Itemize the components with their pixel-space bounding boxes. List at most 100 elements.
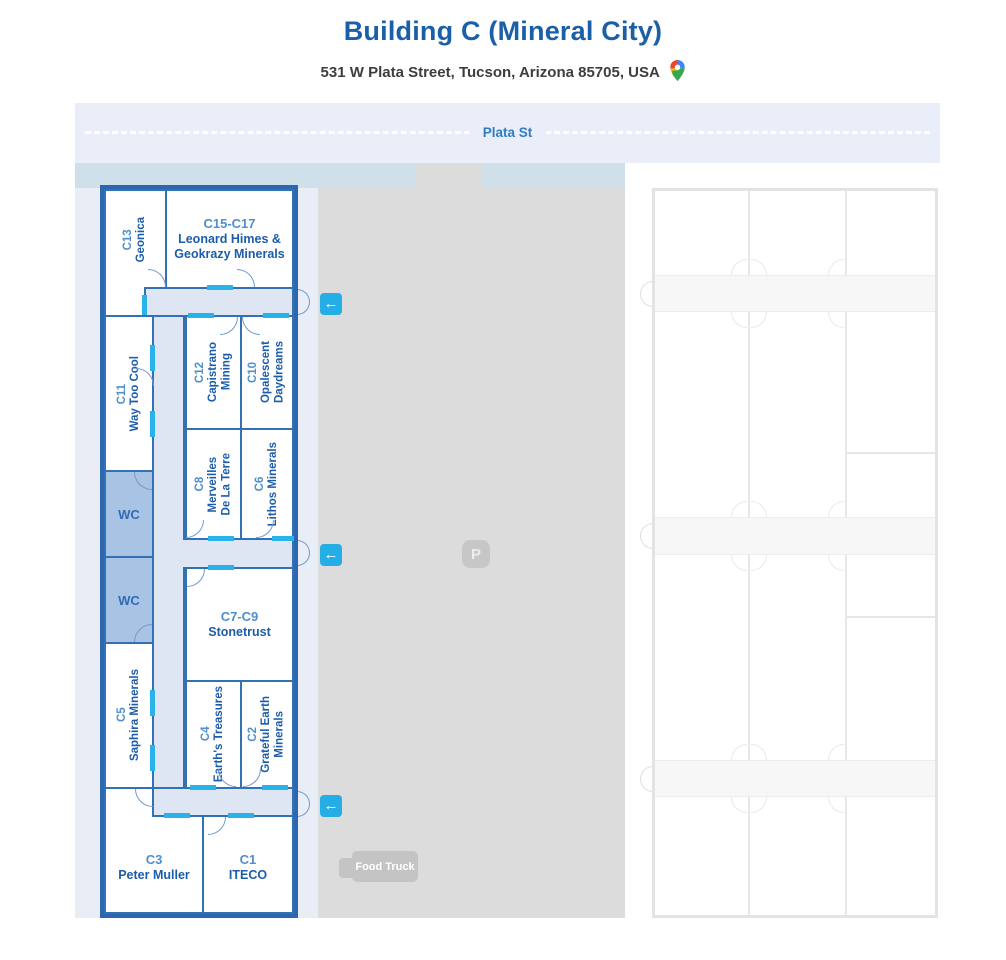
- corridor-band: [655, 275, 935, 312]
- street-label: Plata St: [468, 125, 547, 140]
- double-door-icon: [640, 766, 654, 792]
- booth-name: Peter Muller: [118, 867, 190, 882]
- door-arc-icon: [751, 555, 767, 571]
- food-truck-label: Food Truck: [352, 851, 418, 882]
- door-arc-icon: [731, 555, 747, 571]
- sidewalk: [75, 163, 625, 188]
- booth-number: C11: [115, 383, 128, 404]
- building-subtitle: (Mineral City): [480, 16, 663, 46]
- door-arc-icon: [828, 744, 844, 760]
- double-door-icon: [297, 289, 311, 315]
- door-arc-icon: [828, 555, 844, 571]
- booth-name: Leonard Himes & Geokrazy Minerals: [174, 231, 285, 261]
- parking-symbol: P: [470, 545, 481, 563]
- entrance-arrow-icon: ←: [320, 795, 342, 817]
- wall: [845, 797, 847, 915]
- wall: [845, 191, 847, 275]
- corridor-middle: [185, 538, 294, 569]
- door-arc-icon: [731, 259, 747, 275]
- double-door-icon: [640, 523, 654, 549]
- booth-name: Stonetrust: [208, 624, 271, 639]
- door-arc-icon: [731, 797, 747, 813]
- door-opening: [228, 813, 254, 818]
- door-opening: [150, 345, 155, 371]
- door-arc-icon: [828, 312, 844, 328]
- parking-icon: P: [462, 540, 490, 568]
- corridor-band: [655, 760, 935, 797]
- double-door-icon: [297, 540, 311, 566]
- door-opening: [207, 285, 233, 290]
- wall: [845, 555, 847, 760]
- adjacent-building: [652, 188, 938, 918]
- corridor-junction: [156, 289, 183, 315]
- building-name: Building C: [343, 16, 481, 46]
- map-pin-icon[interactable]: [670, 60, 686, 85]
- booth-number: C1: [239, 852, 257, 868]
- wall: [748, 191, 750, 275]
- door-opening: [263, 313, 289, 318]
- wall: [748, 555, 750, 760]
- booth-name: Opalescent Daydreams: [260, 341, 286, 404]
- entrance-arrow-icon: ←: [320, 544, 342, 566]
- door-arc-icon: [751, 259, 767, 275]
- booth-number: C12: [193, 361, 206, 384]
- door-opening: [262, 785, 288, 790]
- page-title: Building C (Mineral City): [0, 16, 1006, 47]
- door-arc-icon: [731, 501, 747, 517]
- wall: [748, 312, 750, 517]
- booth-number: C5: [115, 708, 128, 723]
- door-opening: [190, 785, 216, 790]
- booth-number: C10: [247, 361, 260, 384]
- wc-label: WC: [118, 592, 140, 608]
- arrow-glyph: ←: [323, 797, 339, 814]
- door-opening: [208, 565, 234, 570]
- booth-number: C13: [122, 229, 135, 251]
- booth-name: Merveilles De La Terre: [206, 452, 233, 516]
- wc-label: WC: [118, 506, 140, 522]
- door-opening: [150, 690, 155, 716]
- booth-name: Capistrano Mining: [206, 342, 233, 403]
- parking-lot: P Food Truck: [318, 188, 625, 918]
- address-text: 531 W Plata Street, Tucson, Arizona 8570…: [320, 64, 660, 81]
- door-arc-icon: [731, 744, 747, 760]
- door-arc-icon: [828, 259, 844, 275]
- booth-number: C15-C17: [203, 216, 256, 232]
- door-opening: [272, 536, 294, 541]
- booth-name: ITECO: [228, 867, 268, 882]
- door-arc-icon: [828, 501, 844, 517]
- door-arc-icon: [751, 312, 767, 328]
- wall: [847, 452, 935, 454]
- entrance-arrow-icon: ←: [320, 293, 342, 315]
- wall: [847, 616, 935, 618]
- booth-number: C6: [253, 476, 266, 492]
- door-opening: [164, 813, 190, 818]
- booth-name: Saphira Minerals: [129, 669, 141, 762]
- door-opening: [150, 745, 155, 771]
- driveway: [415, 163, 482, 188]
- booth-number: C2: [247, 727, 260, 742]
- booth-number: C4: [200, 727, 213, 742]
- wall: [748, 797, 750, 915]
- address-line: 531 W Plata Street, Tucson, Arizona 8570…: [0, 60, 1006, 85]
- door-opening: [208, 536, 234, 541]
- door-arc-icon: [751, 501, 767, 517]
- door-arc-icon: [751, 797, 767, 813]
- street-banner: Plata St: [75, 103, 940, 163]
- door-opening: [150, 411, 155, 437]
- booth-name: Grateful Earth Minerals: [260, 696, 286, 773]
- corridor-junction: [156, 789, 183, 815]
- double-door-icon: [640, 281, 654, 307]
- door-opening: [142, 295, 147, 315]
- door-arc-icon: [751, 744, 767, 760]
- corridor-junction: [181, 540, 189, 567]
- booth-name: Lithos Minerals: [267, 441, 279, 527]
- booth-number: C8: [193, 476, 206, 492]
- door-opening: [188, 313, 214, 318]
